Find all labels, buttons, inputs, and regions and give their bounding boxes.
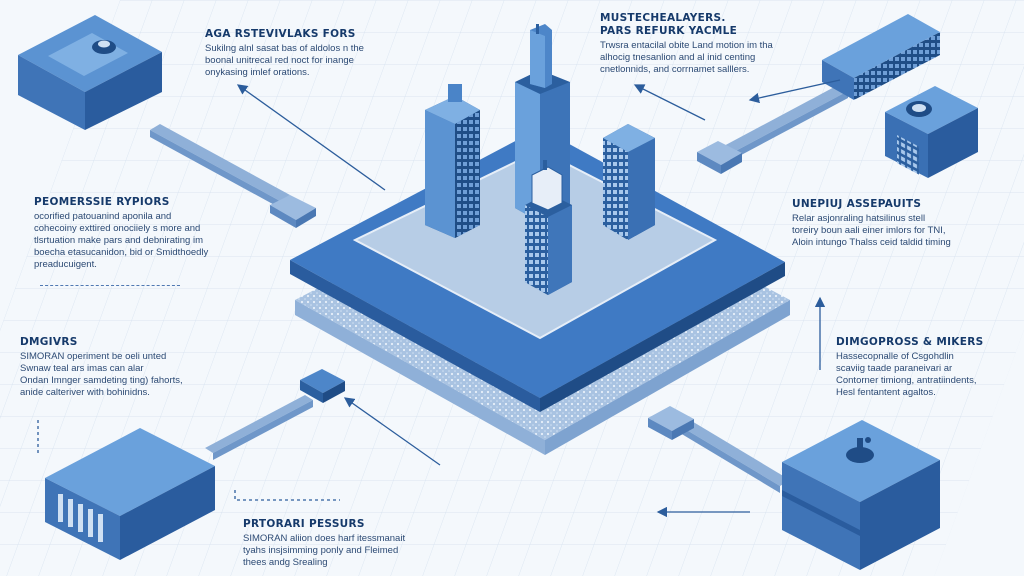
- callout-line: Hassecopnalle of Csgohdlin: [836, 351, 954, 362]
- connector-top-left: [150, 124, 316, 228]
- platform-top-left-side: [290, 260, 540, 412]
- callout-top-right: MUSTECHEALAYERS. PARS REFURK YACMLE Trws…: [600, 12, 773, 76]
- pin-box-icon: [782, 420, 940, 570]
- bracket-bottom-center: [234, 490, 340, 501]
- callout-line: SIMORAN operiment be oeli unted: [20, 351, 167, 362]
- callout-line: boonal unitrecal red noct for inange: [205, 55, 354, 66]
- callout-line: scaviig taade paraneivari ar: [836, 363, 953, 374]
- callout-line: tyahs insjsimming ponly and Fleimed: [243, 545, 399, 556]
- arrow-bottom-center: [343, 397, 441, 466]
- server-box-icon: [18, 15, 162, 130]
- callout-left-upper: PEOMERSSIE RYPIORS ocorified patouanind …: [34, 196, 208, 271]
- callout-left-lower: DMGIVRS SIMORAN operiment be oeli unted …: [20, 336, 183, 399]
- callout-line: boecha etasucanidon, bid or Smidthoedly: [34, 247, 209, 258]
- platform-base-right: [545, 300, 790, 455]
- vent-box-icon: [45, 428, 215, 560]
- callout-line: ocorified patouanind aponila and: [34, 211, 172, 222]
- callout-line: Contorner timiong, antratiindents,: [836, 375, 977, 386]
- callout-title: DMGIVRS: [20, 336, 78, 348]
- callout-line: anide calteriver with bohinidns.: [20, 387, 150, 398]
- connector-bottom-left: [205, 369, 345, 460]
- callout-line: onykasing imlef orations.: [205, 67, 310, 78]
- arrows: [37, 79, 841, 518]
- divider-left-upper: [40, 285, 180, 286]
- callout-line: tlsrtuation make pars and debnirating im: [34, 235, 203, 246]
- arrow-right-connector: [748, 79, 841, 104]
- callout-line: Aloin intungo Thalss ceid taldid timing: [792, 237, 951, 248]
- callout-line: toreiry boun aali einer imlors for TNI,: [792, 225, 946, 236]
- callout-line: Sukilng alnl sasat bas of aldolos n the: [205, 43, 364, 54]
- callout-line: cohecoiny exttired onociiely s more and: [34, 223, 201, 234]
- callout-line: Hesl fentantent agaltos.: [836, 387, 936, 398]
- callout-line: Trwsra entacilal obite Land motion im th…: [600, 40, 773, 51]
- callout-title: PEOMERSSIE RYPIORS: [34, 196, 170, 208]
- arrow-top-center: [236, 84, 386, 191]
- tower-left: [425, 84, 480, 238]
- callout-line: thees andg Srealing: [243, 557, 328, 568]
- arrow-top-right: [633, 84, 706, 121]
- callout-title: DIMGOPROSS & MIKERS: [836, 336, 984, 348]
- callout-title: PRTORARI PESSURS: [243, 518, 365, 530]
- monitor-box-icon: [822, 14, 978, 178]
- platform-base-left: [295, 300, 545, 455]
- callout-title: AGA RSTEVIVLAKS FORS: [205, 28, 356, 40]
- callout-top-center: AGA RSTEVIVLAKS FORS Sukilng alnl sasat …: [205, 28, 364, 79]
- callout-line: alhocig tnesanlion and al inid centing: [600, 52, 756, 63]
- connector-top-right: [697, 85, 848, 174]
- callout-title: MUSTECHEALAYERS.: [600, 12, 726, 24]
- callout-line: SIMORAN aliion does harf itessmanait: [243, 533, 406, 544]
- callout-right-lower: DIMGOPROSS & MIKERS Hassecopnalle of Csg…: [836, 336, 983, 399]
- callout-line: Relar asjonraling hatsilinus stell: [792, 213, 926, 224]
- vent-slats: [58, 494, 103, 542]
- callout-line: cnetlonnids, and corrnamet salllers.: [600, 64, 750, 75]
- callout-title: UNEPIUJ ASSEPAUITS: [792, 198, 922, 210]
- tower-front: [525, 160, 572, 295]
- callout-bottom-center: PRTORARI PESSURS SIMORAN aliion does har…: [243, 518, 405, 569]
- callout-right-upper: UNEPIUJ ASSEPAUITS Relar asjonraling hat…: [792, 198, 951, 249]
- callout-line: Swnaw teal ars imas can alar: [20, 363, 144, 374]
- callout-subtitle: PARS REFURK YACMLE: [600, 25, 738, 37]
- callout-line: preaducuigent.: [34, 259, 97, 270]
- connector-bottom-right: [648, 406, 790, 493]
- platform-top-right-side: [540, 262, 785, 412]
- callout-line: Ondan Imnger samdeting ting) fahorts,: [20, 375, 183, 386]
- tower-right: [603, 124, 655, 240]
